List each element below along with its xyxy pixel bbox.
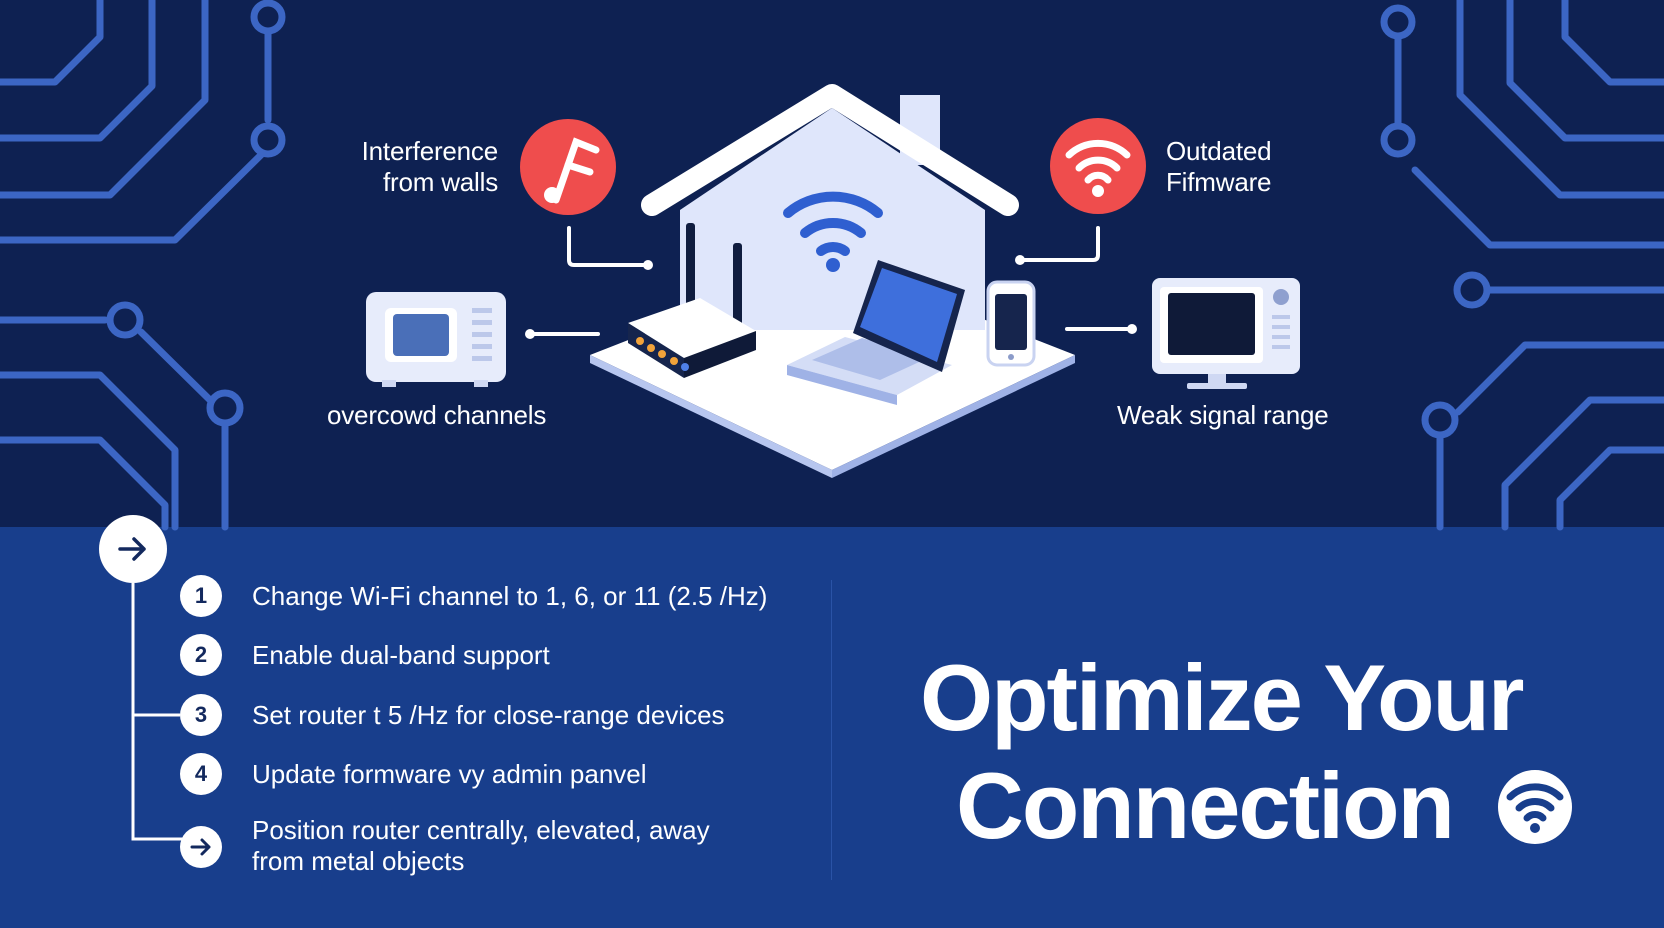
wifi-icon bbox=[783, 191, 883, 272]
alert-wifi-icon bbox=[1065, 139, 1131, 197]
step-number: 4 bbox=[180, 753, 222, 795]
step-text: Enable dual-band support bbox=[252, 639, 550, 670]
connector-dots bbox=[525, 255, 1137, 339]
step-text: Update formware vy admin panvel bbox=[252, 758, 647, 789]
smartphone-icon bbox=[986, 280, 1036, 367]
step-text: Set router t 5 /Hz for close-range devic… bbox=[252, 699, 725, 730]
router-icon bbox=[628, 223, 756, 378]
monitor-icon bbox=[1152, 278, 1300, 389]
step-2: 2 Enable dual-band support bbox=[180, 634, 772, 676]
step-number: 2 bbox=[180, 634, 222, 676]
title-wifi-icon bbox=[1498, 770, 1572, 844]
step-3: 3 Set router t 5 /Hz for close-range dev… bbox=[180, 694, 772, 736]
interference-label-line1: Interference bbox=[361, 136, 499, 166]
step-arrow bbox=[180, 826, 222, 868]
channels-label: overcowd channels bbox=[327, 400, 547, 430]
step-1: 1 Change Wi-Fi channel to 1, 6, or 11 (2… bbox=[180, 575, 772, 617]
firmware-label-line2: Fifmware bbox=[1166, 167, 1272, 197]
step-number: 3 bbox=[180, 694, 222, 736]
bottom-panel bbox=[0, 527, 1664, 928]
arrow-right-icon bbox=[118, 537, 146, 561]
interference-label-line2: from walls bbox=[382, 167, 498, 197]
interference-label: Interference from walls bbox=[300, 136, 499, 198]
page-title: Optimize Your Connection bbox=[920, 644, 1640, 860]
step-text: Position router centrally, elevated, awa… bbox=[252, 815, 710, 876]
interference-alert bbox=[520, 119, 616, 215]
firmware-alert bbox=[1050, 118, 1146, 214]
circuit-nodes-right bbox=[1380, 4, 1491, 439]
steps-header-button[interactable] bbox=[99, 515, 167, 583]
connector-lines bbox=[528, 226, 1134, 336]
firmware-label: Outdated Fifmware bbox=[1166, 136, 1396, 198]
house-roof bbox=[641, 84, 1019, 216]
weak-signal-label: Weak signal range bbox=[1117, 400, 1329, 430]
panel-divider bbox=[831, 580, 832, 880]
title-line2: Connection bbox=[956, 753, 1455, 858]
step-text: Change Wi-Fi channel to 1, 6, or 11 (2.5… bbox=[252, 580, 768, 611]
laptop-icon bbox=[787, 260, 965, 405]
circuit-traces-right bbox=[1394, 0, 1664, 531]
microwave-icon bbox=[366, 292, 506, 387]
circuit-traces-left bbox=[0, 0, 272, 531]
step-4: 4 Update formware vy admin panvel bbox=[180, 753, 772, 795]
circuit-nodes-left bbox=[106, 0, 286, 427]
firmware-label-line1: Outdated bbox=[1166, 136, 1272, 166]
step-5: Position router centrally, elevated, awa… bbox=[180, 815, 752, 877]
arrow-right-icon bbox=[190, 838, 211, 856]
steps-connector bbox=[131, 583, 183, 841]
music-note-icon bbox=[544, 137, 600, 204]
step-number: 1 bbox=[180, 575, 222, 617]
title-line1: Optimize Your bbox=[920, 645, 1525, 750]
